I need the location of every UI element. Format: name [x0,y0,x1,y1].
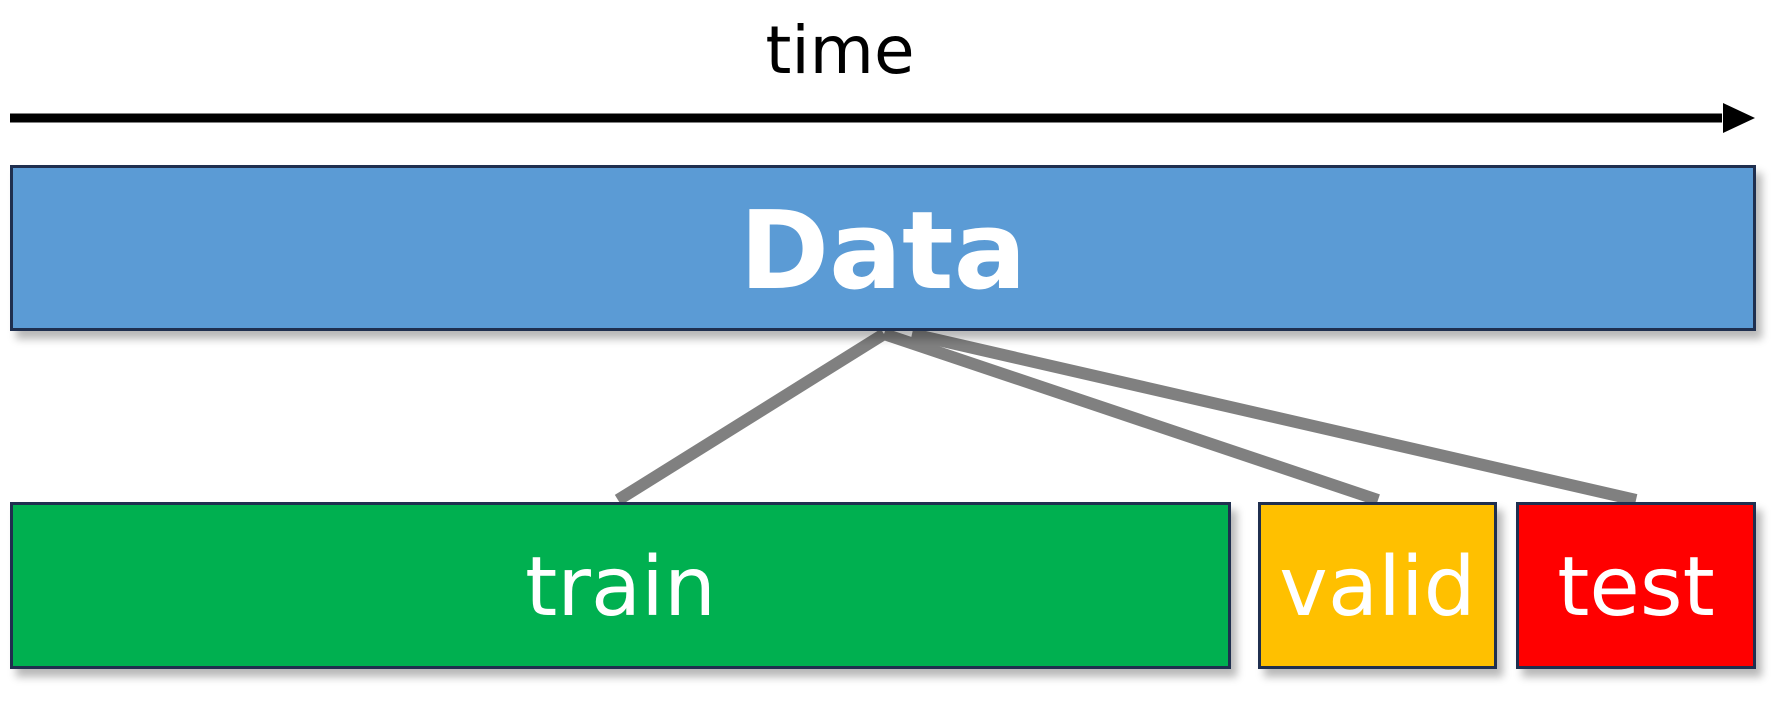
valid-box-label: valid [1279,539,1476,635]
data-box-label: Data [739,189,1027,314]
valid-box: valid [1258,502,1497,669]
data-box: Data [10,165,1756,331]
test-box-label: test [1557,539,1715,635]
connector-data-test [910,328,1638,506]
test-box: test [1516,502,1756,669]
train-box: train [10,502,1231,669]
time-axis-label: time [765,12,915,89]
connector-data-train [614,328,888,506]
connector-data-valid [882,328,1380,506]
time-arrow-head [1723,103,1755,133]
train-box-label: train [525,539,716,635]
